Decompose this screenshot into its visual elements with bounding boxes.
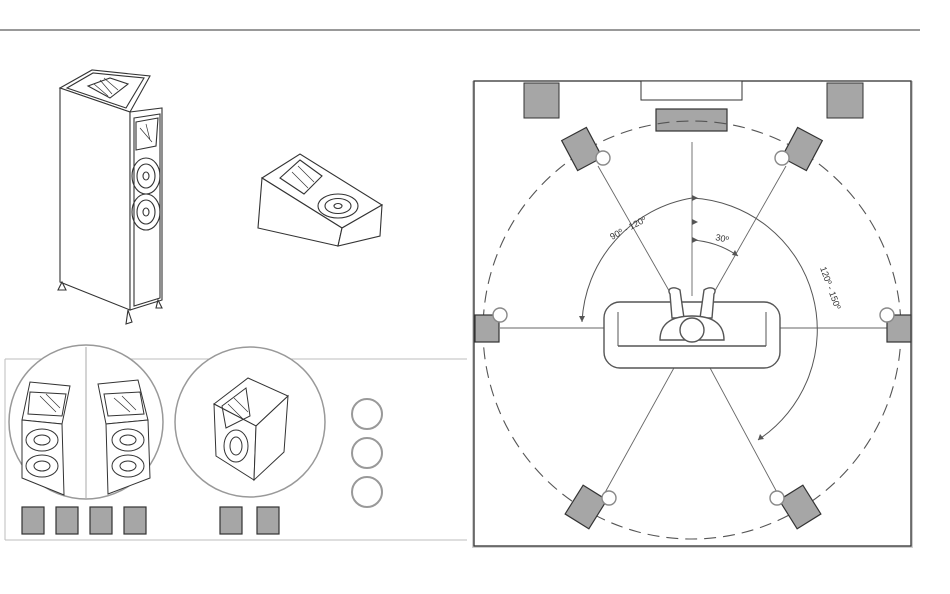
speaker-square-icon [22, 507, 44, 534]
tower-speaker-illustration [58, 70, 162, 324]
atmos-marker-icon [775, 151, 789, 165]
atmos-marker-icon [352, 477, 382, 507]
front-left-sub [524, 83, 559, 118]
tv-screen [641, 81, 742, 100]
elevation-speaker-illustration [258, 154, 382, 246]
elevation-module-closeup [175, 347, 325, 497]
front-right-sub [827, 83, 863, 118]
speaker-square-icon [257, 507, 279, 534]
speaker-square-icon [124, 507, 146, 534]
tower-pair-closeup [9, 345, 163, 499]
speaker-square-icon [90, 507, 112, 534]
speaker-square-icon [220, 507, 242, 534]
atmos-marker-icon [493, 308, 507, 322]
atmos-marker-icon [596, 151, 610, 165]
atmos-marker-icon [602, 491, 616, 505]
atmos-marker-icon [352, 438, 382, 468]
speaker-legend-panel [5, 345, 467, 540]
speaker-square-icon [56, 507, 78, 534]
atmos-marker-icon [770, 491, 784, 505]
center-speaker [656, 109, 727, 131]
atmos-marker-icon [352, 399, 382, 429]
room-layout: 30º 90º - 120º 120º - 150º [472, 81, 913, 548]
atmos-marker-icon [880, 308, 894, 322]
